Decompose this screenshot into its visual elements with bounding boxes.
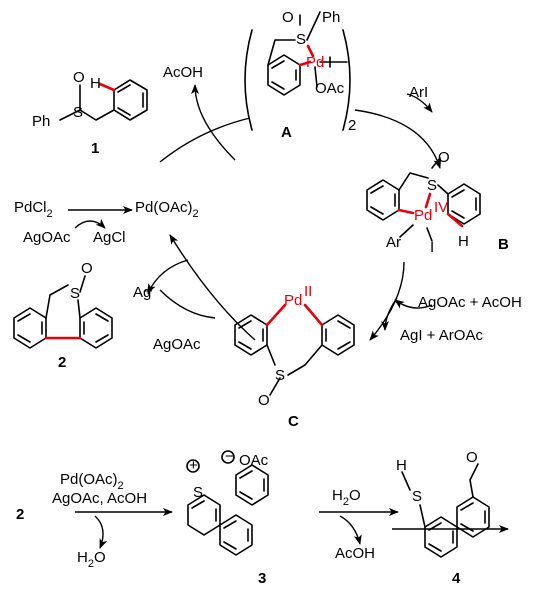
atom-S-2: S xyxy=(70,285,80,302)
compound-2: S O 2 xyxy=(13,260,113,371)
atom-O-A: O xyxy=(282,9,294,26)
label-agoac-bottom: AgOAc xyxy=(153,336,201,353)
atom-S-1: S xyxy=(73,104,83,121)
dimer-subscript: 2 xyxy=(348,117,356,134)
atom-Ph-A: Ph xyxy=(322,9,340,26)
atom-Ph-1: Ph xyxy=(32,113,50,130)
compound-3: S + − OAc 3 xyxy=(186,448,269,587)
label-agi-aroac: AgI + ArOAc xyxy=(400,327,483,344)
label-h2o-right: H2O xyxy=(332,487,361,508)
compound-label-A: A xyxy=(281,124,292,141)
atom-S-4: S xyxy=(412,488,422,505)
cation-sign: + xyxy=(189,457,198,474)
label-plus: + xyxy=(144,283,153,300)
atom-Pd-C: Pd xyxy=(284,292,302,309)
atom-S-C: S xyxy=(275,367,285,384)
atom-Pd-A: Pd xyxy=(306,54,324,71)
compound-C: Pd II S O C xyxy=(234,283,355,430)
atom-S-3: S xyxy=(193,484,203,501)
atom-O-2: O xyxy=(81,260,93,277)
atom-H-1: H xyxy=(90,75,101,92)
atom-OAc-3: OAc xyxy=(239,452,269,469)
label-pdcl2: PdCl2 xyxy=(14,199,53,220)
label-acoh-right: AcOH xyxy=(335,545,375,562)
compound-label-C: C xyxy=(288,413,299,430)
oxidation-IV: IV xyxy=(434,199,448,216)
label-agoac-acoh-bottom: AgOAc, AcOH xyxy=(52,490,147,507)
side-arrows xyxy=(74,93,433,549)
atom-O-B: O xyxy=(438,149,450,166)
compound-label-B: B xyxy=(498,236,509,253)
label-h2o-left: H2O xyxy=(77,549,106,570)
label-ag: Ag xyxy=(133,284,151,301)
label-ari: ArI xyxy=(409,84,428,101)
atom-O-C: O xyxy=(258,392,270,409)
catalytic-cycle-arrows xyxy=(68,84,509,533)
atom-S-B: S xyxy=(427,177,437,194)
atom-Ar-B: Ar xyxy=(386,234,401,251)
compound-B: O S Pd IV Ar I H B xyxy=(366,149,509,256)
atom-I-B: I xyxy=(430,239,434,256)
compound-label-2: 2 xyxy=(58,354,66,371)
compound-label-2-bottom: 2 xyxy=(16,506,24,523)
atom-Pd-B: Pd xyxy=(414,207,432,224)
label-agcl: AgCl xyxy=(93,229,126,246)
compound-4: H S O 4 xyxy=(396,449,490,587)
label-pdoac2: Pd(OAc)2 xyxy=(135,199,199,220)
compound-label-4: 4 xyxy=(452,570,461,587)
compound-A: O S Ph Pd OAc A 2 xyxy=(244,9,356,141)
oxidation-II: II xyxy=(304,283,312,300)
label-pdoac2-bottom: Pd(OAc)2 xyxy=(60,471,124,492)
anion-sign: − xyxy=(225,448,234,465)
atom-O-1: O xyxy=(73,69,85,86)
reagents: AcOH ArI PdCl2 AgOAc AgCl Pd(OAc)2 Ag Ag… xyxy=(14,64,522,570)
label-acoh-top: AcOH xyxy=(163,64,203,81)
compound-1: H O S Ph 1 xyxy=(32,69,148,157)
atom-O-4: O xyxy=(466,449,478,466)
label-agoac-left: AgOAc xyxy=(23,229,71,246)
atom-H-B: H xyxy=(458,233,469,250)
atom-OAc-A: OAc xyxy=(315,80,345,97)
label-agoac-acoh: AgOAc + AcOH xyxy=(418,294,522,311)
compound-label-3: 3 xyxy=(258,570,266,587)
atom-H-4: H xyxy=(396,457,407,474)
atom-S-A: S xyxy=(296,31,306,48)
compound-label-1: 1 xyxy=(91,140,99,157)
